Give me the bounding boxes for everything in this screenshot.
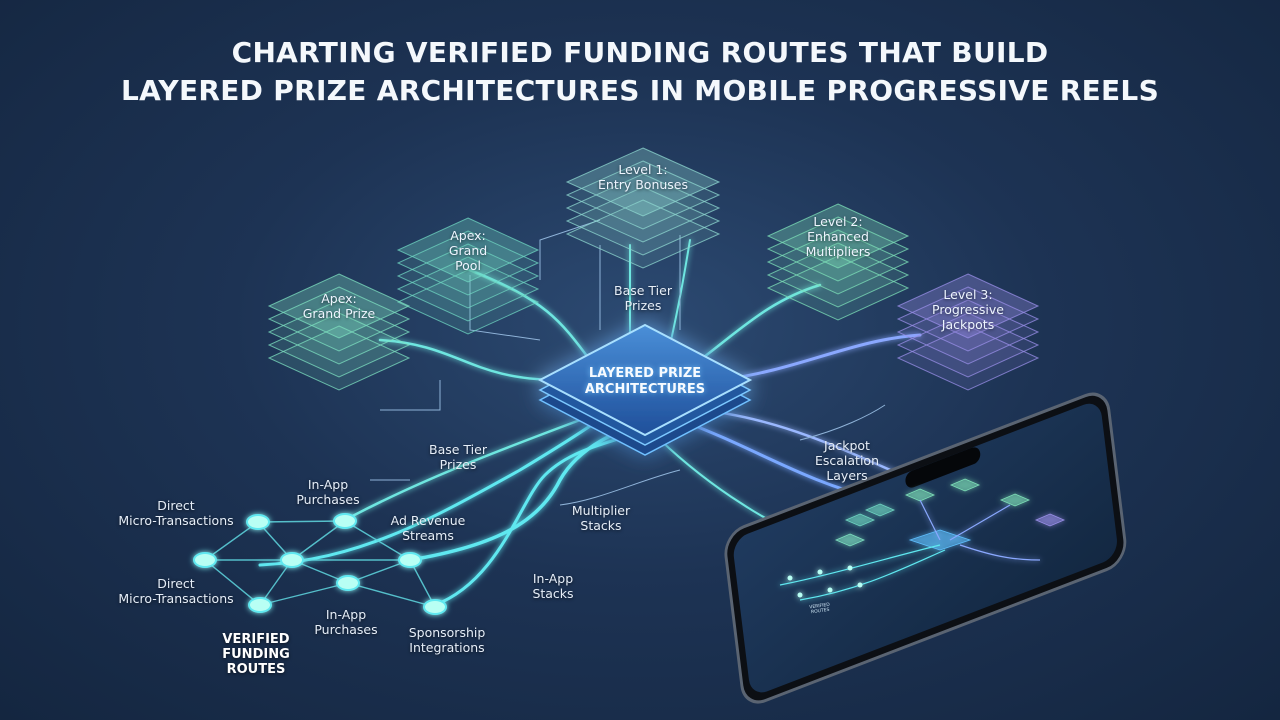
phone-mini-tile-1 [844,513,876,527]
flow-to-apex-grand-prize [378,338,562,382]
phone-mini-flow-2 [959,544,1041,561]
stack-apex-grand-pool-layer-1 [396,230,540,296]
stack-level-2-layer-0 [766,203,910,269]
stack-level-3 [896,273,1040,391]
stack-level-1-layer-0 [565,147,721,217]
funding-node-6 [336,575,360,591]
stack-level-3-layer-2 [896,299,1040,365]
stack-level-1-layer-2 [565,173,721,243]
stack-apex-grand-pool-layer-3 [396,256,540,322]
phone-mini-node-1 [817,569,823,575]
flow-to-level-3 [718,333,922,382]
stack-apex-grand-prize-layer-2 [267,299,411,365]
phone-mini-diagram [779,478,1066,601]
stack-level-3-layer-1 [896,286,1040,352]
stack-level-2-layer-2 [766,229,910,295]
stack-level-3-layer-3 [896,312,1040,378]
flow-to-level-1b [669,239,691,346]
phone-mini-flow-4 [949,504,1011,541]
stack-level-2-layer-4 [766,255,910,321]
phone-mini-flow-3 [919,499,941,541]
stack-apex-grand-prize-layer-1 [267,286,411,352]
smartphone [724,392,1127,704]
stack-level-1-layer-4 [565,199,721,269]
phone-mini-tile-7 [834,533,866,547]
stack-apex-grand-pool-layer-2 [396,243,540,309]
phone-mini-node-2 [847,565,853,571]
funding-node-0 [246,514,270,530]
funding-node-4 [398,552,422,568]
stack-level-2-layer-1 [766,216,910,282]
stack-apex-grand-prize-layer-0 [267,273,411,339]
stack-level-1 [565,147,721,269]
stack-level-1-layer-3 [565,186,721,256]
phone-mini-tile-6 [1034,513,1066,527]
tier-level-1-label: Level 1:Entry Bonuses [597,162,689,192]
tier-apex-grand-prize-label: Apex:Grand Prize [302,291,376,321]
title-line-1: CHARTING VERIFIED FUNDING ROUTES THAT BU… [231,36,1049,69]
stack-apex-grand-pool-layer-0 [396,217,540,283]
stack-apex-grand-prize-layer-4 [267,325,411,391]
phone-mini-node-0 [787,575,793,581]
funding-node-2 [193,552,217,568]
tier-stacks [267,147,1040,391]
title-line-2: LAYERED PRIZE ARCHITECTURES IN MOBILE PR… [120,74,1160,107]
stack-level-3-layer-0 [896,273,1040,339]
phone-mini-tile-4 [949,478,981,492]
flow-to-apex-grand-pool [468,268,592,362]
phone-mini-node-5 [857,582,863,588]
stack-level-2 [766,203,910,321]
stack-level-2-layer-3 [766,242,910,308]
hub [537,323,753,456]
phone-mini-flow-1 [799,549,946,601]
funding-node-3 [280,552,304,568]
stack-apex-grand-pool-layer-4 [396,269,540,335]
stack-apex-grand-prize [267,273,411,391]
stack-level-3-layer-4 [896,325,1040,391]
funding-node-7 [423,599,447,615]
phone-mini-tile-2 [864,503,896,517]
flow-main-2 [343,418,582,522]
funding-network [193,513,447,615]
stack-apex-grand-pool [396,217,540,335]
stack-level-1-layer-1 [565,160,721,230]
funding-node-5 [248,597,272,613]
phone-mini-tile-5 [999,493,1031,507]
funding-node-1 [333,513,357,529]
phone-mini-flow-0 [779,544,941,586]
page-title: CHARTING VERIFIED FUNDING ROUTES THAT BU… [0,34,1280,110]
phone-mini-node-4 [827,587,833,593]
stack-apex-grand-prize-layer-3 [267,312,411,378]
phone-mini-node-3 [797,592,803,598]
